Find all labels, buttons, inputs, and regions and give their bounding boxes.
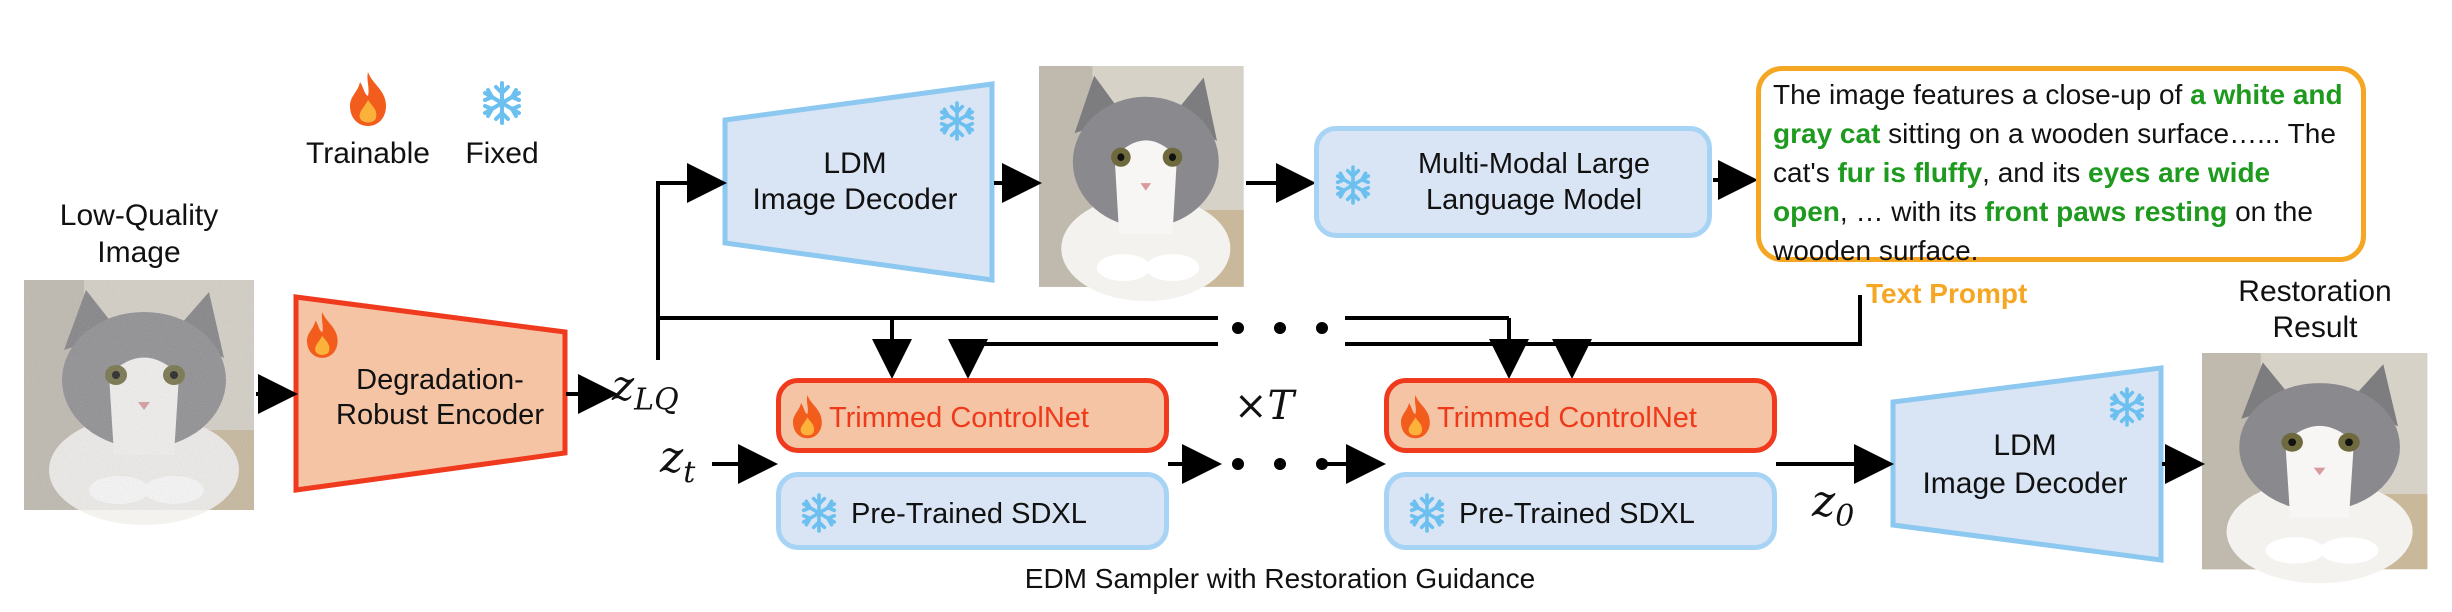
- restoration-result-image: [2202, 353, 2428, 584]
- trimmed-controlnet-box-1: Trimmed ControlNet: [776, 378, 1169, 453]
- trimmed-controlnet-box-2: Trimmed ControlNet: [1384, 378, 1777, 453]
- legend-trainable-label: Trainable: [306, 137, 430, 170]
- controlnet-2-label: Trimmed ControlNet: [1437, 402, 1697, 434]
- encoder-label-line2: Robust Encoder: [336, 399, 544, 431]
- prompt-highlight-text: fur is fluffy: [1837, 157, 1983, 188]
- legend-snowflake-icon: [483, 81, 521, 125]
- ellipsis-top: [1232, 322, 1328, 334]
- z-lq-symbol: zLQ: [612, 361, 679, 418]
- bottom-ldm-decoder-shape: [1890, 365, 2164, 563]
- prompt-text: sitting on a wooden surface…... The cat'…: [1773, 118, 2336, 188]
- prompt-text: on the wooden surface.: [1773, 196, 2313, 266]
- sdxl-1-snowflake-icon: [801, 493, 837, 533]
- legend-fixed-label: Fixed: [465, 137, 539, 170]
- text-prompt-box: The image features a close-up of a white…: [1756, 66, 2366, 266]
- output-title-line2: Result: [2272, 311, 2358, 344]
- mllm-box: Multi-Modal Large Language Model: [1314, 126, 1712, 238]
- mllm-snowflake-icon: [1335, 165, 1371, 205]
- top-decoder-label-line1: LDM: [823, 147, 887, 180]
- encoder-label-line1: Degradation-: [356, 364, 524, 396]
- prompt-text: , … with its: [1839, 196, 1985, 227]
- sampler-caption: EDM Sampler with Restoration Guidance: [1024, 563, 1536, 594]
- prompt-highlight-text: a white and gray cat: [1773, 79, 2343, 149]
- bottom-decoder-label-line1: LDM: [1993, 429, 2057, 462]
- z-0-symbol: z0: [1812, 476, 1855, 534]
- mllm-label-line1: Multi-Modal Large: [1417, 148, 1651, 180]
- bottom-decoder-label-line2: Image Decoder: [1922, 467, 2128, 500]
- controlnet-1-label: Trimmed ControlNet: [829, 402, 1089, 434]
- input-title-line2: Image: [97, 236, 181, 269]
- connectors: [256, 160, 2205, 484]
- input-title-line1: Low-Quality: [59, 199, 219, 232]
- prompt-highlight-text: eyes are wide open: [1773, 157, 2271, 227]
- z-t-symbol: zt: [660, 432, 696, 490]
- degradation-robust-encoder-shape: [293, 294, 568, 493]
- controlnet-1-fire-icon: [793, 395, 822, 439]
- prompt-text: , and its: [1982, 157, 2088, 188]
- mllm-label-line2: Language Model: [1425, 184, 1643, 216]
- low-quality-image: [24, 280, 254, 525]
- top-decoder-label-line2: Image Decoder: [752, 183, 958, 216]
- text-prompt-caption: Text Prompt: [1866, 278, 2028, 309]
- decoded-image: [1039, 66, 1244, 302]
- sdxl-2-snowflake-icon: [1409, 493, 1445, 533]
- sdxl-1-label: Pre-Trained SDXL: [851, 498, 1087, 530]
- output-title-line1: Restoration: [2238, 275, 2392, 308]
- sdxl-2-label: Pre-Trained SDXL: [1459, 498, 1695, 530]
- legend-fire-icon: [350, 72, 386, 126]
- times-t-label: ×T: [1234, 383, 1295, 429]
- prompt-highlight-text: front paws resting: [1984, 196, 2228, 227]
- pretrained-sdxl-box-1: Pre-Trained SDXL: [776, 472, 1169, 550]
- ellipsis-bottom: [1232, 458, 1328, 470]
- controlnet-2-fire-icon: [1401, 395, 1430, 439]
- pretrained-sdxl-box-2: Pre-Trained SDXL: [1384, 472, 1777, 550]
- prompt-text: The image features a close-up of: [1773, 79, 2191, 110]
